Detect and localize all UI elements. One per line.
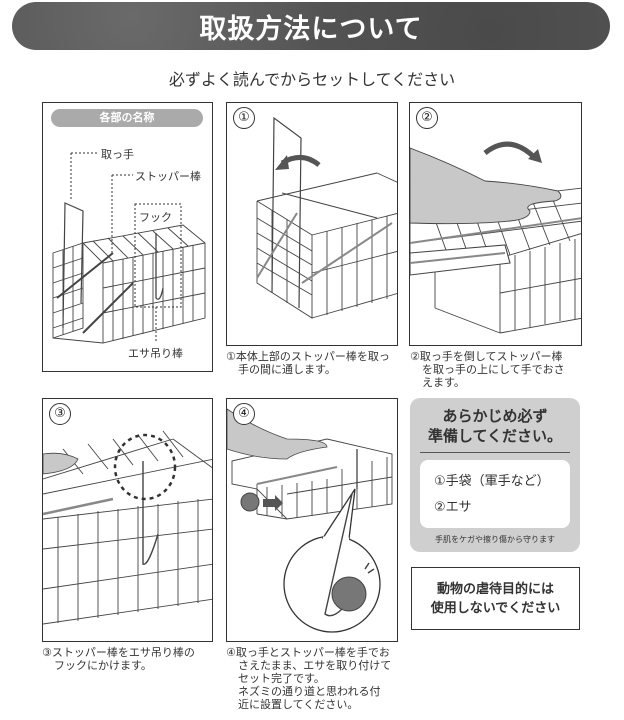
step-1-caption: ①本体上部のストッパー棒を取っ 手の間に通します。 xyxy=(226,350,390,376)
title-banner: 取扱方法について xyxy=(12,2,610,50)
preparation-box: あらかじめ必ず 準備してください。 ①手袋（軍手など） ②エサ 手肌をケガや擦り… xyxy=(410,398,580,552)
step-1-illustration xyxy=(256,116,397,319)
step-4-number: ④ xyxy=(233,403,255,425)
page-title: 取扱方法について xyxy=(199,13,423,45)
preparation-note: 手肌をケガや擦り傷から守ります xyxy=(435,535,555,544)
step-4-caption: ④取っ手とストッパー棒を手でお さえたまま、エサを取り付けて セット完了です。 … xyxy=(226,646,392,711)
warning-line-2: 使用しないでください xyxy=(430,600,561,616)
step-3-caption: ③ストッパー棒をエサ吊り棒の フックにかけます。 xyxy=(42,646,195,672)
parts-names-panel: 各部の名称 xyxy=(42,102,213,372)
step-2-panel: ② xyxy=(409,102,582,346)
page-subtitle: 必ずよく読んでからセットしてください xyxy=(168,70,456,89)
preparation-list: ①手袋（軍手など） ②エサ xyxy=(420,460,570,528)
step-1-panel: ① xyxy=(226,102,398,346)
warning-box: 動物の虐待目的には 使用しないでください xyxy=(411,567,580,630)
step-4-panel: ④ xyxy=(226,398,398,642)
preparation-title: あらかじめ必ず 準備してください。 xyxy=(427,407,563,445)
step-3-number: ③ xyxy=(49,403,71,425)
step-1-number: ① xyxy=(233,107,255,129)
preparation-divider xyxy=(420,452,570,453)
step-4-illustration xyxy=(227,408,393,633)
step-2-caption: ②取っ手を倒してストッパー棒 を取っ手の上にして手でおさ えます。 xyxy=(410,350,565,389)
label-bait-bar: エサ吊り棒 xyxy=(128,347,183,360)
warning-line-1: 動物の虐待目的には xyxy=(436,581,554,597)
label-hook: フック xyxy=(139,211,172,224)
parts-heading: 各部の名称 xyxy=(51,109,203,127)
trap-parts-illustration xyxy=(52,152,206,344)
label-handle: 取っ手 xyxy=(101,148,134,161)
step-2-number: ② xyxy=(416,107,438,129)
preparation-item-gloves: ①手袋（軍手など） xyxy=(434,474,550,489)
step-3-panel: ③ xyxy=(42,398,213,642)
label-stopper-bar: ストッパー棒 xyxy=(135,170,201,183)
step-3-illustration xyxy=(43,430,212,625)
step-2-illustration xyxy=(410,141,581,334)
preparation-item-bait: ②エサ xyxy=(434,500,472,515)
